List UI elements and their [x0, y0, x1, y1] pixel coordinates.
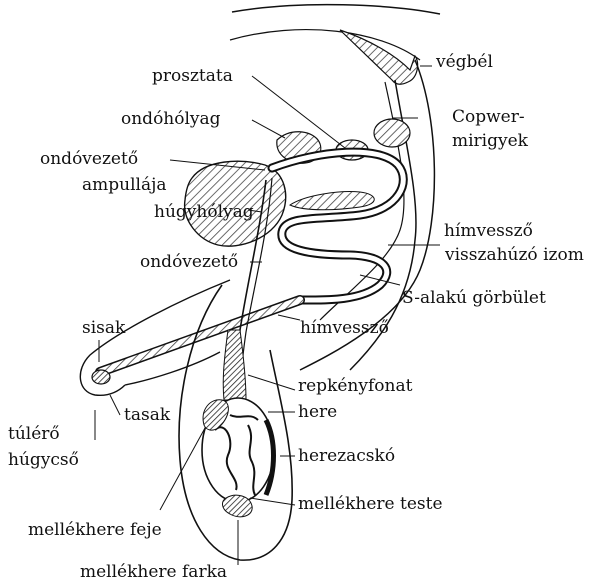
label-s-alaku: S-alakú görbület	[402, 288, 546, 308]
label-tulero-2: húgycső	[8, 450, 79, 470]
label-hugyholyag: húgyhólyag	[154, 202, 254, 222]
label-vegbel: végbél	[436, 52, 493, 72]
label-ondoholyag: ondóhólyag	[121, 109, 221, 129]
label-tulero-1: túlérő	[8, 424, 60, 444]
label-himvesszo: hímvessző	[300, 318, 389, 338]
cowper-gland	[374, 119, 410, 147]
label-repkenyfonat: repkényfonat	[298, 376, 412, 396]
label-copwer-1: Copwer-	[452, 107, 525, 127]
label-prosztata: prosztata	[152, 66, 233, 86]
label-copwer-2: mirigyek	[452, 131, 528, 151]
label-mellekhere-farka: mellékhere farka	[80, 562, 227, 582]
label-tasak: tasak	[124, 405, 170, 425]
label-ondovezeto-ampullaja-2: ampullája	[82, 175, 167, 195]
label-himvesszo-visszahuzo-2: visszahúzó izom	[445, 245, 584, 265]
glans	[92, 370, 110, 384]
label-here: here	[298, 402, 337, 422]
epididymis-tail	[223, 495, 253, 517]
s-curve-fold	[290, 192, 374, 210]
label-himvesszo-visszahuzo-1: hímvessző	[444, 221, 533, 241]
rectum	[340, 30, 418, 84]
label-ondovezeto-ampullaja-1: ondóvezető	[40, 149, 138, 169]
body-outline	[232, 5, 440, 14]
label-mellekhere-feje: mellékhere feje	[28, 520, 162, 540]
plexus	[223, 330, 246, 400]
label-ondovezeto: ondóvezető	[140, 252, 238, 272]
label-mellekhere-teste: mellékhere teste	[298, 494, 443, 514]
label-sisak: sisak	[82, 318, 125, 338]
label-herezacsko: herezacskó	[298, 446, 395, 466]
